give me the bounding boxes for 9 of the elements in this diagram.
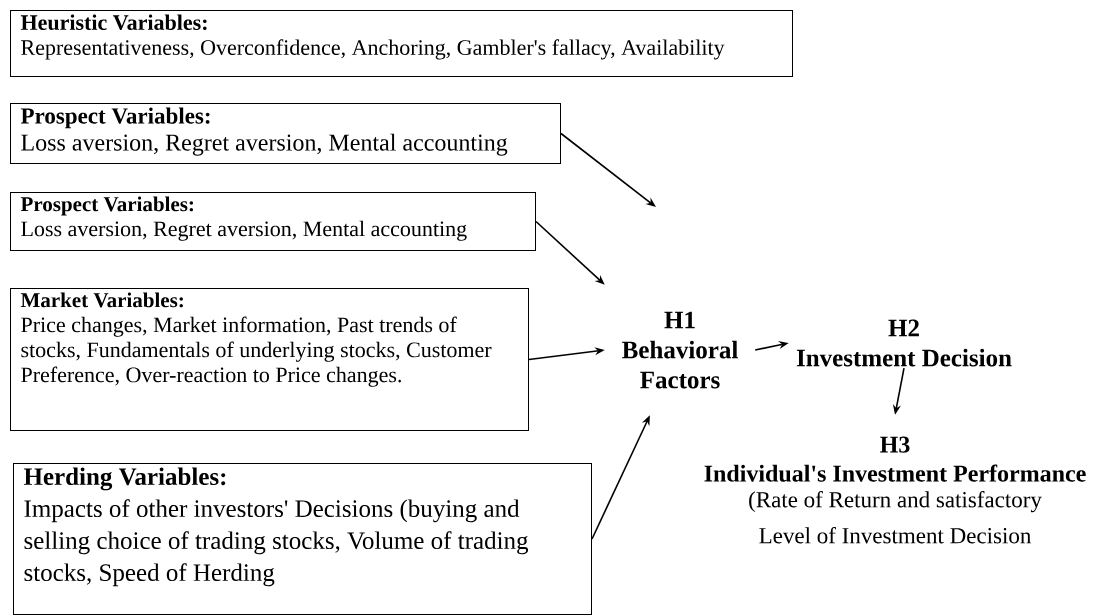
variable-box: Herding Variables: Impacts of other investors' Decisions (buying and selling choice of trading stocks, Volume of trading stocks, Speed of Herding (13, 463, 592, 615)
variable-box: Heuristic Variables: Representativeness, Overconfidence, Anchoring, Gambler's fallacy, Availability (10, 10, 793, 77)
hypothesis-label: H2 Investment Decision (796, 319, 1012, 367)
hypothesis-label: H3 Individual's Investment Performance (Rate of Return and satisfactory Level of Investment Decision (704, 436, 1086, 544)
variable-box: Market Variables: Price changes, Market information, Past trends of stocks, Fundamentals of underlying stocks, Customer Preference, Over-reaction to Price changes. (10, 288, 529, 431)
variable-box: Prospect Variables: Loss aversion, Regret aversion, Mental accounting (10, 192, 536, 251)
hypothesis-label: H1 Behavioral Factors (622, 311, 738, 389)
variable-box: Prospect Variables: Loss aversion, Regret aversion, Mental accounting (10, 103, 561, 164)
arrow (560, 132, 656, 207)
